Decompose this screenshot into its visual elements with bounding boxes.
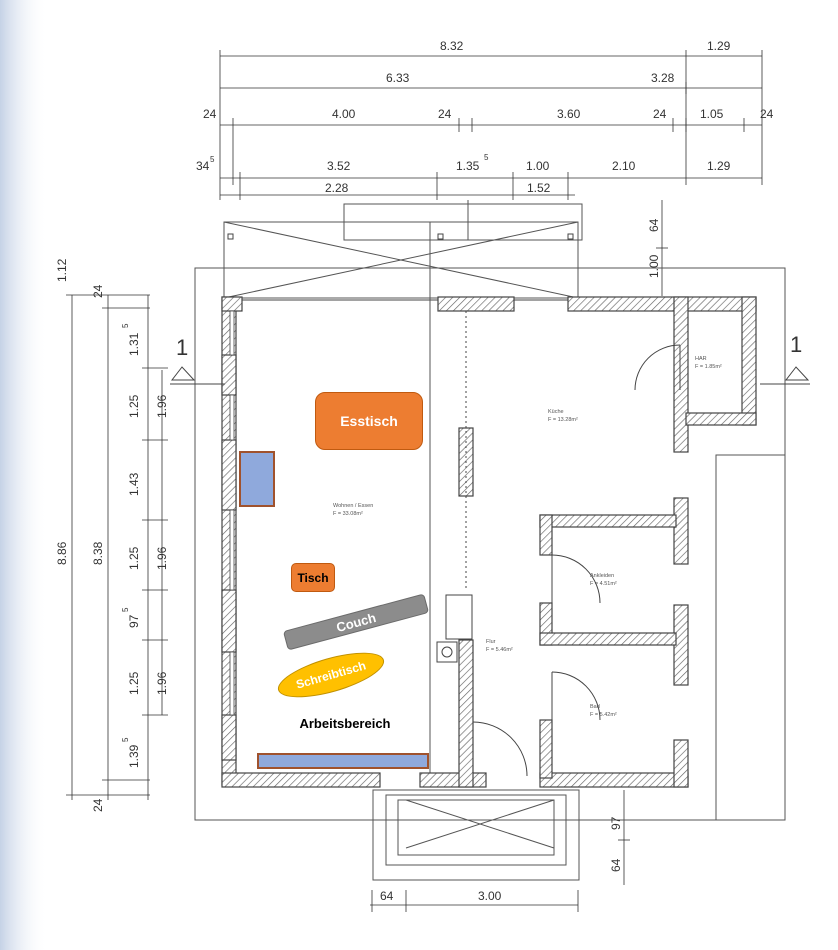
dim-24-d: 24 [760, 107, 774, 121]
dim-105: 1.05 [700, 107, 724, 121]
esstisch-label: Esstisch [315, 392, 423, 450]
dim-top-328: 3.28 [651, 71, 675, 85]
dim-352: 3.52 [327, 159, 351, 173]
scan-shadow [0, 0, 48, 950]
room-wohnen-name: Wohnen / Essen [333, 503, 373, 509]
dim-125-c: 1.25 [127, 671, 141, 695]
dim-125-b: 1.25 [127, 546, 141, 570]
dimension-lines [66, 50, 763, 912]
window-marker-left [239, 451, 275, 507]
room-bad-area: F = 5.42m² [590, 712, 617, 718]
dim-228: 2.28 [325, 181, 349, 195]
room-flur-area: F = 5.46m² [486, 647, 513, 653]
room-kueche-name: Küche [548, 409, 564, 415]
dim-top-832: 8.32 [440, 39, 464, 53]
dim-135-sup: 5 [484, 153, 489, 162]
terrace-outlines [194, 200, 786, 881]
dim-300: 3.00 [478, 889, 502, 903]
room-kueche-area: F = 13.28m² [548, 417, 578, 423]
dim-131-sup: 5 [121, 323, 130, 328]
dim-24-a: 24 [203, 107, 217, 121]
room-ankleiden-name: Ankleiden [590, 573, 614, 579]
room-har-name: HAR [695, 356, 707, 362]
dim-135: 1.35 [456, 159, 480, 173]
dim-97: 97 [127, 614, 141, 628]
dim-97-sup: 5 [121, 607, 130, 612]
dim-34-sup: 5 [210, 155, 215, 164]
dim-139-sup: 5 [121, 737, 130, 742]
tisch-label: Tisch [291, 563, 335, 592]
dim-131: 1.31 [127, 332, 141, 356]
dim-100: 1.00 [526, 159, 550, 173]
dim-152: 1.52 [527, 181, 551, 195]
section-marker-left: 1 [176, 335, 188, 360]
dim-360: 3.60 [557, 107, 581, 121]
window-marker-bottom [257, 753, 429, 769]
room-har-area: F = 1.85m² [695, 364, 722, 370]
dim-196-b: 1.96 [155, 546, 169, 570]
section-marker-right: 1 [790, 332, 802, 357]
dim-64-bottom: 64 [380, 889, 394, 903]
fixtures [227, 233, 574, 663]
dim-24-left-bottom: 24 [91, 798, 105, 812]
dim-100-right: 1.00 [647, 254, 661, 278]
dim-196-c: 1.96 [155, 671, 169, 695]
room-wohnen-area: F = 33.08m² [333, 511, 363, 517]
dim-210: 2.10 [612, 159, 636, 173]
dim-143: 1.43 [127, 472, 141, 496]
dim-64-right: 64 [647, 218, 661, 232]
doors [472, 344, 681, 777]
arbeitsbereich-label: Arbeitsbereich [299, 715, 391, 731]
dim-125-a: 1.25 [127, 394, 141, 418]
dim-129b: 1.29 [707, 159, 731, 173]
dim-97-right: 97 [609, 816, 623, 830]
dim-64-right-bottom: 64 [609, 858, 623, 872]
dim-24-left-top: 24 [91, 284, 105, 298]
dim-24-b: 24 [438, 107, 452, 121]
room-ankleiden-area: F = 4.51m² [590, 581, 617, 587]
room-flur-name: Flur [486, 639, 496, 645]
dim-top-129a: 1.29 [707, 39, 731, 53]
dim-139: 1.39 [127, 744, 141, 768]
dim-top-633: 6.33 [386, 71, 410, 85]
dim-886: 8.86 [55, 541, 69, 565]
dim-24-c: 24 [653, 107, 667, 121]
dim-838: 8.38 [91, 541, 105, 565]
windows [229, 310, 235, 716]
walls [221, 296, 757, 788]
room-bad-name: Bad [590, 704, 600, 710]
dim-400: 4.00 [332, 107, 356, 121]
dim-34: 34 [196, 159, 210, 173]
dim-196-a: 1.96 [155, 394, 169, 418]
section-markers [170, 366, 810, 385]
dim-112: 1.12 [55, 258, 69, 282]
